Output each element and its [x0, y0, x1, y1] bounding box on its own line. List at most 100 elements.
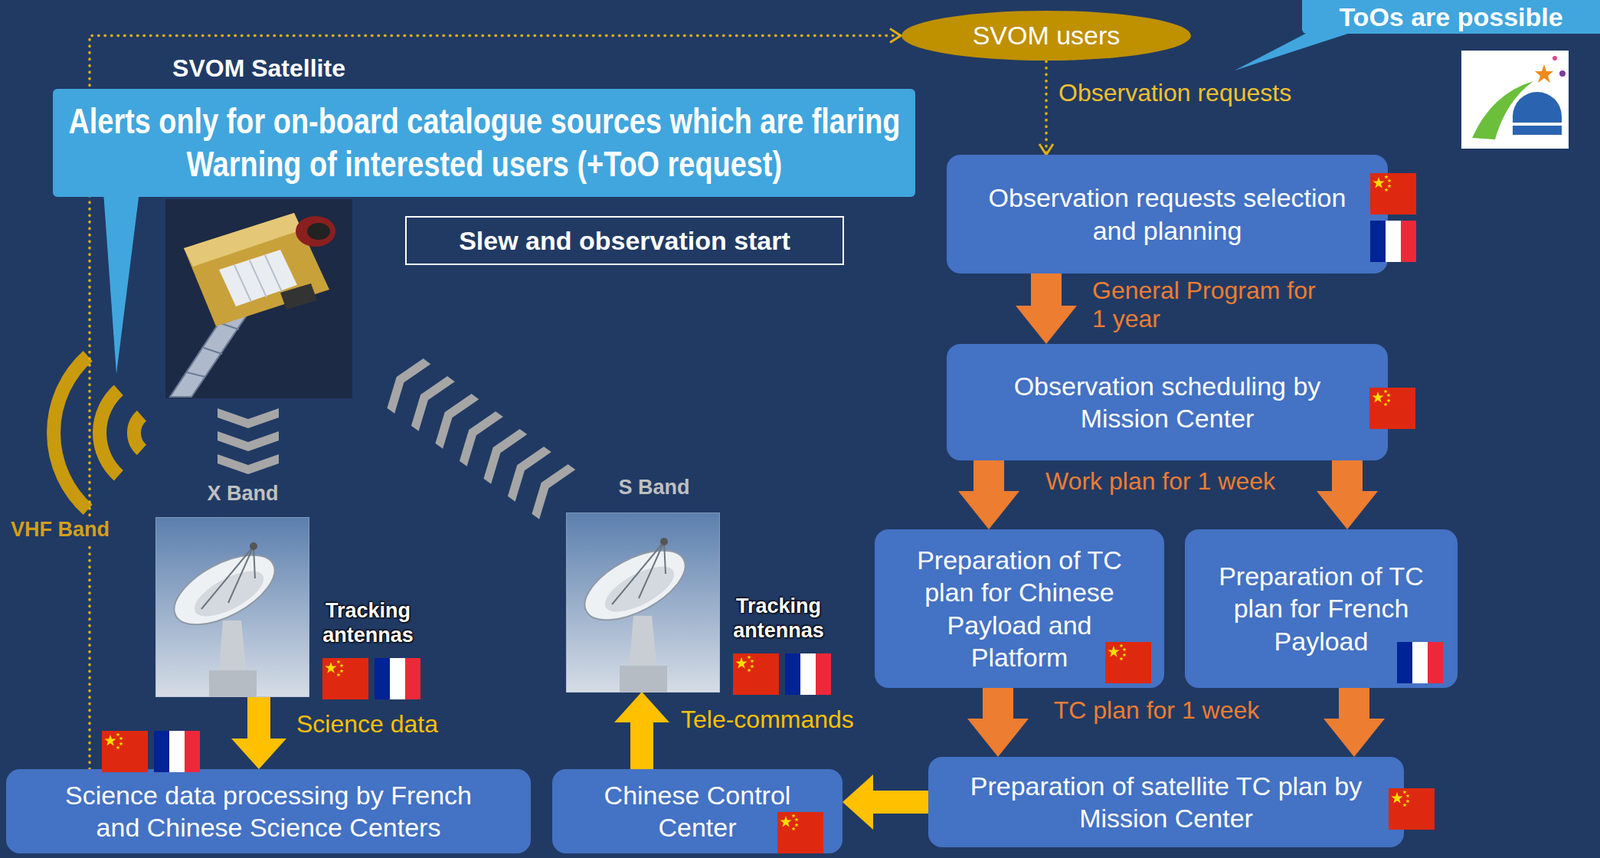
- node-text: Warning of interested users (+ToO reques…: [186, 143, 783, 186]
- flag-stripe: [815, 653, 832, 695]
- vhf-wave: [134, 415, 142, 451]
- logo-bird: [1472, 81, 1534, 140]
- flag-star: [339, 663, 344, 668]
- china-flag: [777, 811, 824, 854]
- china-flag: [1370, 173, 1417, 215]
- flag-stripe: [1370, 220, 1387, 262]
- feed-horn: [660, 537, 668, 546]
- flag-field: [732, 653, 779, 695]
- france-flag: [374, 657, 421, 700]
- flag-stripe: [800, 653, 817, 695]
- flag-star: [1405, 798, 1410, 803]
- dish-shade: [187, 562, 270, 625]
- flag-star: [1383, 402, 1388, 406]
- dish-feed: [201, 546, 256, 609]
- connectors: [89, 35, 1355, 803]
- logo-stripe: [1512, 122, 1562, 126]
- node-text: Tracking antennas: [312, 598, 424, 648]
- flag-stripe: [184, 730, 200, 773]
- process-box: Preparation of TC plan for Chinese Paylo…: [874, 529, 1165, 688]
- flag-stripe: [1397, 641, 1414, 684]
- edge-label: TC plan for 1 week: [1049, 695, 1265, 726]
- node-text: Preparation of TC plan for French Payloa…: [1206, 559, 1437, 658]
- flag-star: [118, 736, 123, 740]
- china-flag: [732, 653, 779, 695]
- node-heading: SVOM Satellite: [172, 54, 346, 83]
- vhf-wave: [99, 389, 119, 475]
- alert-path: [89, 35, 901, 770]
- logo-dome: [1512, 91, 1562, 117]
- flag-stripe: [1385, 220, 1402, 262]
- antenna-base: [619, 665, 668, 693]
- china-flag: [1388, 788, 1435, 830]
- node-text: Science data processing by French and Ch…: [50, 778, 488, 845]
- node-text: Alerts only for on-board catalogue sourc…: [68, 100, 900, 143]
- flow-arrow: [1338, 687, 1370, 719]
- antenna-base: [209, 670, 257, 697]
- space-ground: [165, 199, 353, 399]
- flag-star: [1383, 389, 1388, 393]
- instrument: [280, 283, 318, 310]
- flag-star: [1386, 398, 1391, 403]
- node-text: Slew and observation start: [443, 225, 806, 256]
- flow-arrow: [982, 687, 1014, 719]
- france-flag: [153, 730, 200, 773]
- flag-field: [1370, 173, 1417, 215]
- radiator-lines: [234, 255, 282, 302]
- sky: [155, 516, 310, 697]
- sky: [566, 512, 720, 693]
- edge-label: Work plan for 1 week: [1040, 466, 1280, 497]
- flag-star: [749, 658, 754, 663]
- ellipse-fill: [901, 10, 1192, 61]
- dish-reflector: [163, 540, 285, 639]
- edge-label: S Band: [613, 474, 694, 501]
- process-box: Observation requests selection and plann…: [946, 154, 1388, 274]
- antenna-picture: [566, 512, 720, 693]
- dish-feed: [611, 541, 666, 605]
- flag-stripe: [785, 653, 802, 695]
- band-label: VHF Band: [8, 516, 112, 543]
- logo-dot: [1559, 70, 1566, 77]
- callout-box: ToOs are possible: [1302, 0, 1600, 34]
- flow-arrow: [973, 460, 1005, 491]
- logo-star: [1534, 64, 1554, 83]
- request-arrow: [1044, 61, 1048, 155]
- satellite-body: [183, 212, 330, 327]
- vhf-wave: [53, 356, 89, 511]
- flag-field: [101, 730, 148, 773]
- flag-star: [746, 654, 751, 659]
- flag-field: [1105, 641, 1152, 684]
- telescope: [295, 215, 336, 247]
- flag-star: [1387, 178, 1391, 183]
- flag-star: [791, 826, 796, 831]
- flag-field: [1369, 387, 1416, 429]
- flag-stripe: [405, 657, 421, 700]
- logo-ground: [1461, 50, 1569, 149]
- flag-stripe: [169, 730, 186, 773]
- flag-star: [1402, 789, 1407, 794]
- flag-field: [322, 657, 369, 700]
- edge-label: X Band: [202, 480, 283, 507]
- flag-field: [777, 811, 824, 854]
- france-flag: [785, 653, 832, 695]
- flag-star: [1390, 791, 1403, 804]
- flag-stripe: [1412, 641, 1429, 684]
- logo-dot: [1552, 55, 1558, 61]
- node-text: SVOM users: [972, 19, 1121, 52]
- flag-star: [1372, 176, 1385, 189]
- flag-star: [1384, 174, 1388, 179]
- china-flag: [101, 730, 148, 773]
- logo-building: [1512, 116, 1562, 135]
- flag-star: [1384, 187, 1388, 192]
- callout-tail: [1234, 30, 1358, 71]
- flag-star: [1386, 392, 1391, 397]
- flag-star: [794, 817, 799, 822]
- edge-label: Observation requests: [1053, 78, 1296, 108]
- node-text: Preparation of TC plan for Chinese Paylo…: [904, 543, 1135, 675]
- flag-field: [1388, 788, 1435, 830]
- node-text: Observation scheduling by Mission Center: [983, 369, 1352, 436]
- node-text: Preparation of satellite TC plan by Miss…: [952, 769, 1381, 835]
- flow-arrow: [1030, 273, 1062, 306]
- flag-star: [115, 732, 120, 737]
